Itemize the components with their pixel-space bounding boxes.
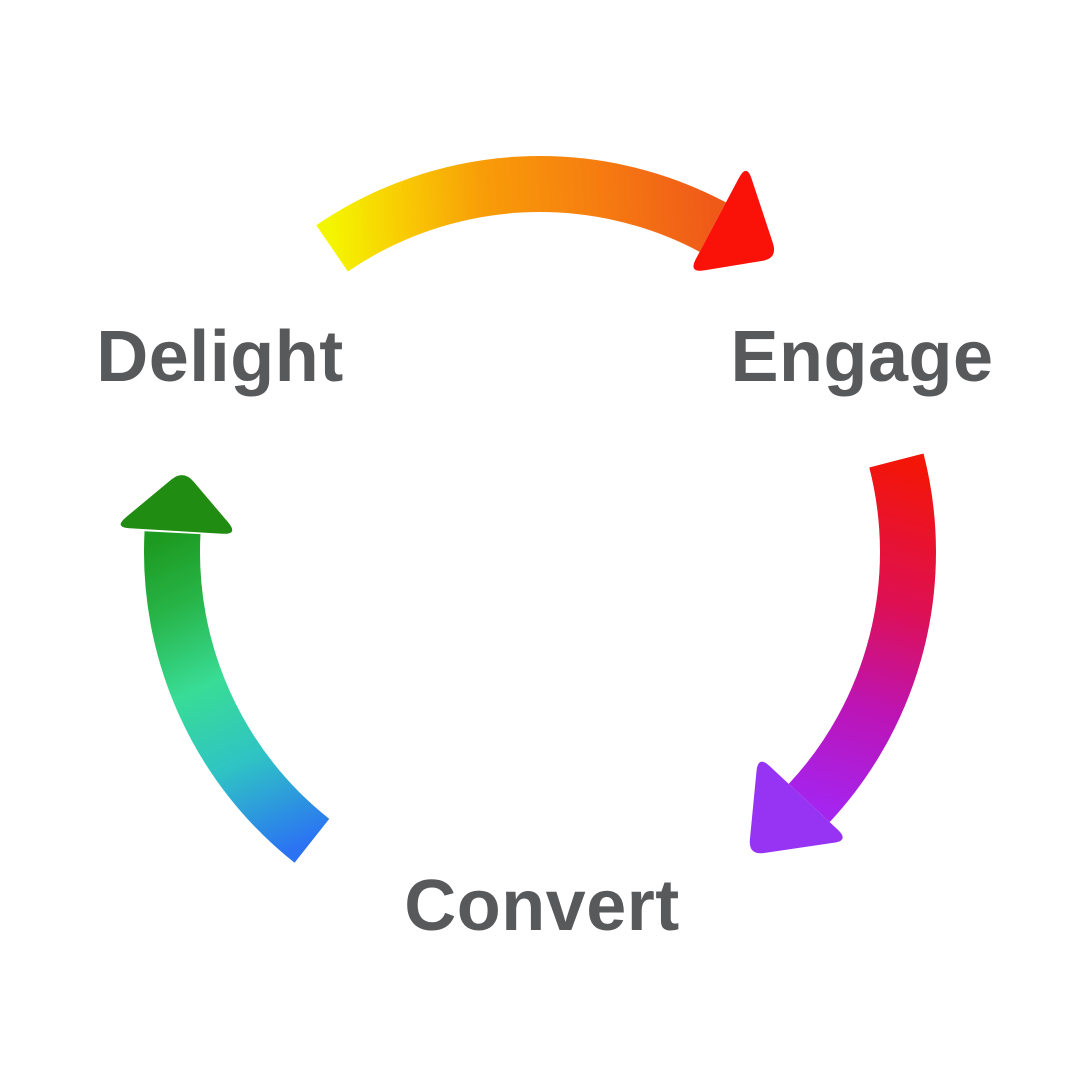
arrow-band-delight-to-engage bbox=[316, 156, 726, 272]
arrow-band-convert-to-delight bbox=[144, 531, 330, 863]
arrow-band-engage-to-convert bbox=[788, 453, 936, 823]
arrow-head-engage-to-convert bbox=[749, 761, 843, 854]
arrow-head-delight-to-engage bbox=[693, 170, 775, 271]
label-convert: Convert bbox=[404, 866, 680, 946]
label-delight: Delight bbox=[96, 317, 344, 397]
label-engage: Engage bbox=[730, 317, 994, 397]
arrow-head-convert-to-delight bbox=[120, 475, 233, 534]
